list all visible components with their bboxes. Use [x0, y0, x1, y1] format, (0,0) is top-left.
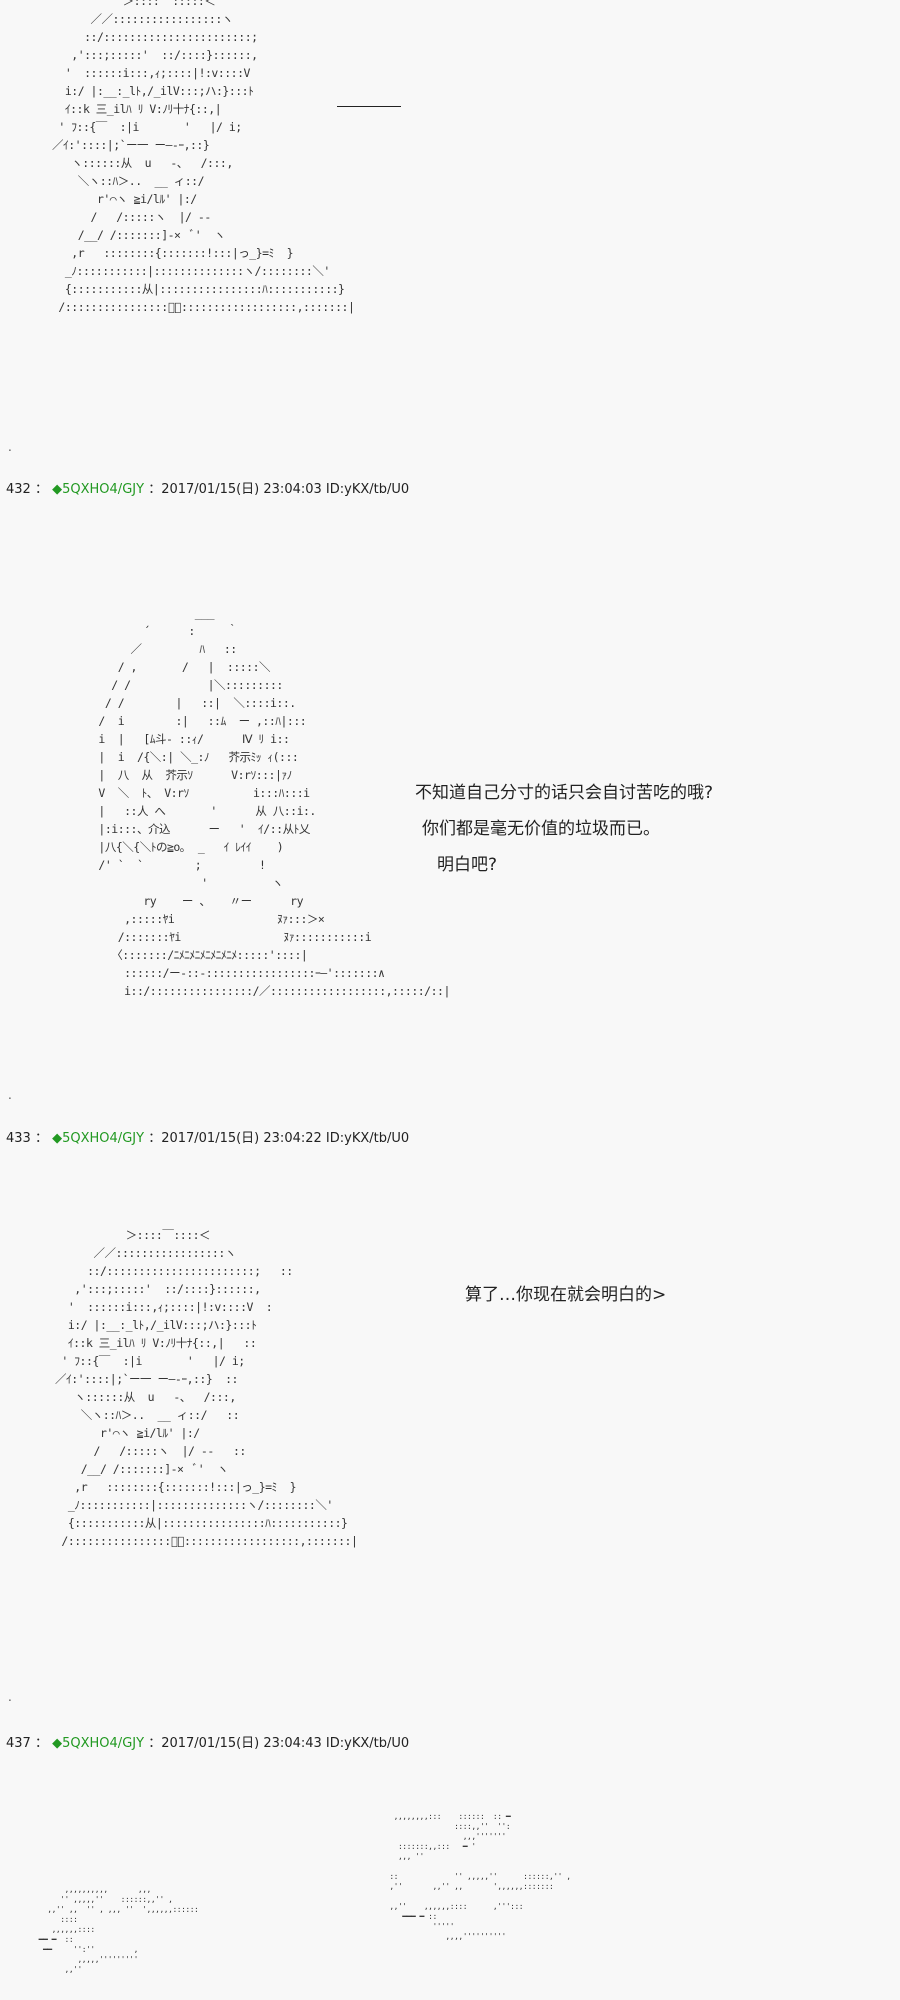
ascii-art-4-left: ,,,,,,,,,, ,,, '' ,,,,,'' ::::::,,'' , ,…	[38, 1885, 199, 1974]
ascii-art-3: ＞::::￣::::＜ ／／:::::::::::::::::ヽ ::/::::…	[55, 1228, 358, 1548]
post-date-id: ：2017/01/15(日) 23:04:22 ID:yKX/tb/U0	[148, 1131, 410, 1146]
trip-code[interactable]: ◆5QXHO4/GJY	[52, 1131, 145, 1146]
divider-dot: .	[8, 440, 12, 454]
separator: ：	[34, 482, 48, 497]
separator: ：	[34, 1736, 48, 1751]
dialogue-line: 你们都是毫无价值的垃圾而已。	[422, 819, 660, 839]
post-header-432: 432 ： ◆5QXHO4/GJY ：2017/01/15(日) 23:04:0…	[6, 478, 409, 497]
dash-line	[337, 106, 401, 107]
trip-code[interactable]: ◆5QXHO4/GJY	[52, 482, 145, 497]
ascii-art-4-right: ,,,,,,,,::: :::::: :: ━ ::::,,'' '': ,,,…	[389, 1812, 571, 1941]
separator: ：	[34, 1131, 48, 1146]
divider-dot: .	[8, 1690, 12, 1704]
post-date-id: ：2017/01/15(日) 23:04:03 ID:yKX/tb/U0	[148, 482, 410, 497]
post-header-433: 433 ： ◆5QXHO4/GJY ：2017/01/15(日) 23:04:2…	[6, 1127, 409, 1146]
ascii-art-2: ___ ´ : ｀ ／ ﾊ :: / , / | :::::＼ / / |＼::…	[98, 606, 450, 998]
trip-code[interactable]: ◆5QXHO4/GJY	[52, 1736, 145, 1751]
dialogue-line: 不知道自己分寸的话只会自讨苦吃的哦?	[415, 783, 714, 803]
post-number: 433	[6, 1131, 31, 1146]
post-date-id: ：2017/01/15(日) 23:04:43 ID:yKX/tb/U0	[148, 1736, 410, 1751]
post-header-437: 437 ： ◆5QXHO4/GJY ：2017/01/15(日) 23:04:4…	[6, 1732, 409, 1751]
ascii-art-1: ＞:::: :::::＜ ／／:::::::::::::::::ヽ ::/:::…	[52, 0, 355, 314]
post-number: 437	[6, 1736, 31, 1751]
divider-dot: .	[8, 1088, 12, 1102]
post-number: 432	[6, 482, 31, 497]
dialogue-line: 明白吧?	[437, 855, 498, 875]
dialogue-line: 算了…你现在就会明白的>	[465, 1285, 667, 1305]
